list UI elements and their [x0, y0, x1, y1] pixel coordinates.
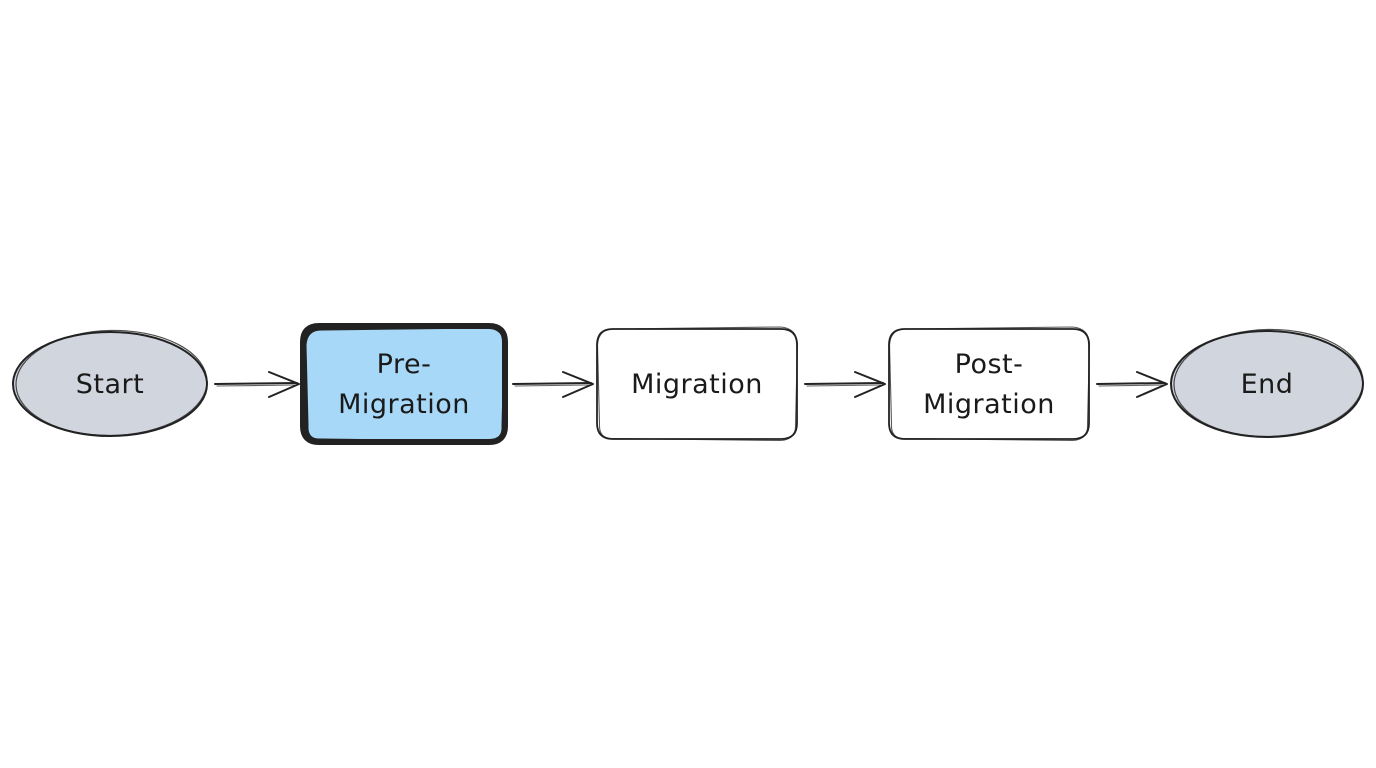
arrow-shaft-sketch [806, 384, 882, 387]
arrow-start-to-pre-migration [214, 371, 300, 398]
node-pre-migration-label-line-0: Pre- [377, 349, 432, 380]
arrow-shaft [1096, 382, 1166, 385]
node-start[interactable]: Start [12, 328, 208, 437]
arrow-shaft-sketch [1098, 384, 1164, 387]
arrow-shaft-sketch [216, 384, 296, 387]
node-post-migration[interactable]: Post- Migration [888, 326, 1091, 442]
arrow-migration-to-post-migration [804, 371, 886, 398]
node-post-migration-fill [889, 329, 1089, 439]
nodes-layer: StartPre-MigrationMigrationPost-Migratio… [12, 323, 1364, 445]
node-migration[interactable]: Migration [596, 326, 799, 442]
node-pre-migration-label-line-1: Migration [338, 389, 470, 420]
arrow-shaft-sketch [514, 384, 590, 387]
node-end-label-line-0: End [1241, 369, 1294, 400]
arrow-shaft [804, 382, 884, 385]
node-start-fill [13, 332, 207, 436]
node-end-fill [1171, 331, 1363, 437]
node-start-outline-sketch [15, 329, 208, 437]
arrow-pre-migration-to-migration [512, 371, 594, 398]
node-pre-migration-fill [303, 326, 505, 442]
arrow-post-migration-to-end [1096, 371, 1168, 398]
arrow-head [854, 371, 886, 398]
arrow-head [562, 371, 594, 398]
node-migration-label-line-0: Migration [631, 369, 763, 400]
node-post-migration-label-line-1: Migration [923, 389, 1055, 420]
node-migration-fill [597, 329, 797, 439]
node-start-label-line-0: Start [76, 369, 144, 400]
node-post-migration-outline-sketch [888, 326, 1091, 442]
arrow-shaft [512, 382, 592, 385]
arrow-head [1136, 371, 1168, 398]
node-post-migration-label-line-0: Post- [955, 349, 1024, 380]
node-pre-migration[interactable]: Pre- Migration [300, 323, 508, 445]
node-end[interactable]: End [1170, 328, 1364, 439]
arrow-head [268, 371, 300, 398]
node-migration-outline-sketch [596, 326, 799, 442]
arrow-shaft [214, 382, 298, 385]
edges-layer [214, 371, 1168, 398]
node-end-outline-sketch [1173, 328, 1364, 438]
node-pre-migration-outline-sketch [303, 325, 507, 444]
